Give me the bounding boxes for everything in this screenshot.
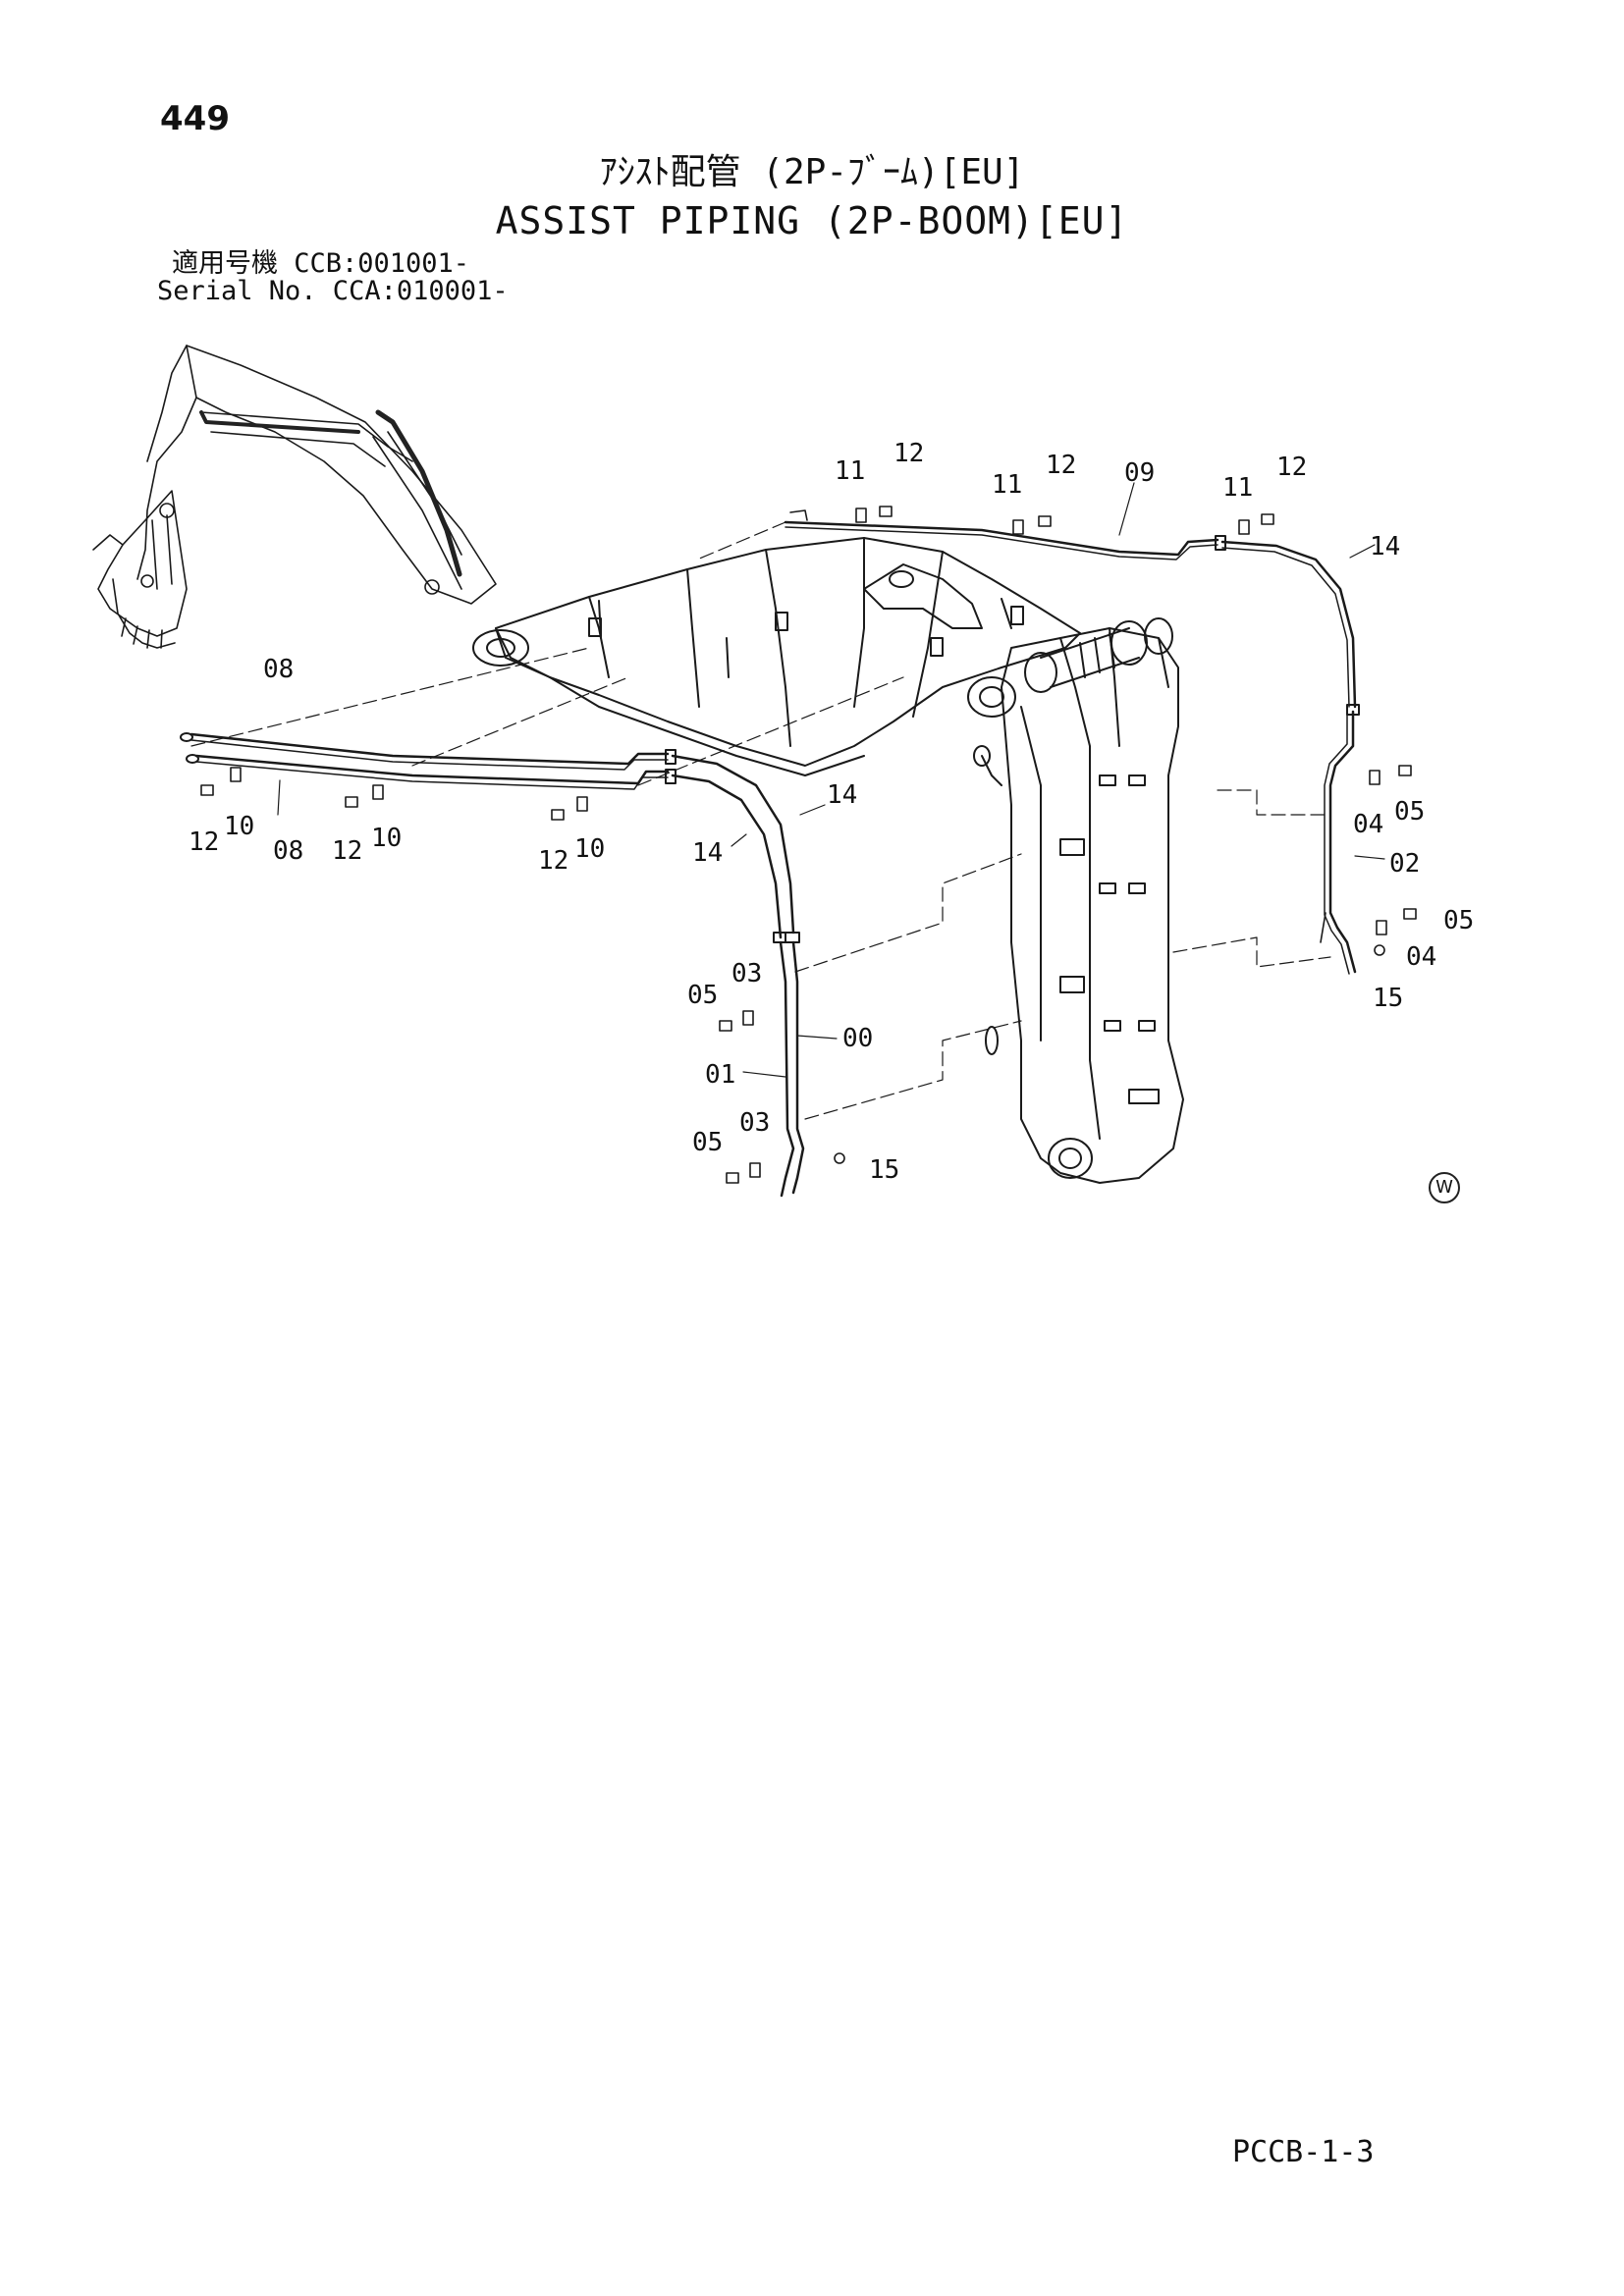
part-label: 01 [705,1060,735,1090]
part-label: 10 [224,812,254,841]
part-label: 05 [1443,906,1474,935]
leader-lines [277,482,1385,1078]
part-label: 12 [332,836,362,866]
page-title-japanese: ｱｼｽﾄ配管 (2P-ﾌﾞｰﾑ)[EU] [599,152,1025,192]
part-label: 03 [739,1108,770,1138]
part-label: 10 [574,834,605,864]
part-label: 00 [842,1024,873,1053]
part-label: 08 [273,836,303,866]
part-label: 14 [1370,532,1400,561]
part-label: 09 [1124,458,1155,488]
part-number-labels: 11 12 11 12 09 11 12 14 08 10 12 08 12 1… [189,439,1474,1185]
part-label: 05 [687,981,718,1010]
part-label: 12 [538,846,568,876]
reference-lines [190,521,1331,1120]
part-label: 12 [1276,453,1307,482]
excavator-inset-illustration [92,345,497,649]
part-label: 15 [869,1155,899,1185]
part-label: 02 [1389,849,1420,879]
pipes-and-hoses [180,520,1360,1198]
part-label: 10 [371,824,402,853]
page-number: 449 [160,99,230,138]
part-label: 11 [1222,473,1253,503]
part-label: 11 [835,456,865,486]
applicable-serial-english: Serial No. CCA:010001- [157,276,509,306]
part-label: 05 [692,1128,723,1157]
part-label: 14 [692,838,723,868]
part-label: 12 [1046,451,1076,480]
part-label: 12 [893,439,924,468]
w-mark-symbol: W [1429,1172,1460,1203]
page-footer-code: PCCB-1-3 [1232,2135,1375,2169]
boom-structure [472,537,1184,1184]
part-label: 05 [1394,797,1425,827]
page-title-english: ASSIST PIPING (2P-BOOM)[EU] [495,199,1129,242]
part-label: 04 [1406,942,1436,972]
part-label: 12 [189,828,219,857]
part-label: 04 [1353,810,1383,839]
applicable-serial-japanese: 適用号機 CCB:001001- [172,248,470,279]
part-label: 03 [731,959,762,988]
part-label: 14 [827,780,857,810]
part-label: 11 [992,470,1022,500]
part-label: 08 [263,655,294,684]
hardware-clamps-bolts [200,506,1417,1184]
part-label: 15 [1373,984,1403,1013]
